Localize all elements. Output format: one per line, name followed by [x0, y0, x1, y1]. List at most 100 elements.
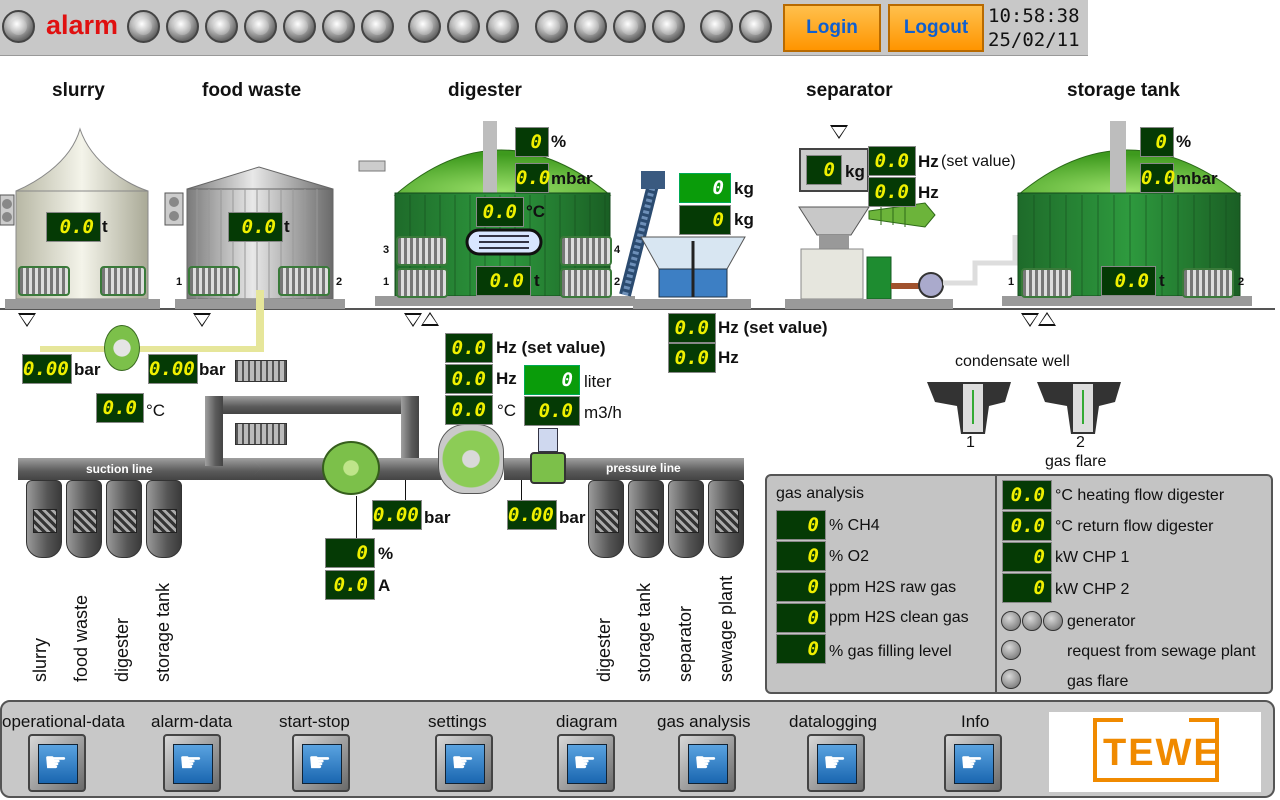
suction-valve-digester[interactable] — [106, 480, 142, 558]
heating-flow-temp-display: 0.0 — [1002, 480, 1052, 510]
status-lamp — [574, 10, 607, 43]
pressure-outlet-label: storage tank — [634, 582, 654, 682]
separator-weight-unit: kg — [845, 162, 865, 181]
pressure-valve-separator[interactable] — [668, 480, 704, 558]
suction-line-label: suction line — [86, 462, 153, 476]
storage-tank-outlet-marker-icon — [1021, 313, 1039, 327]
condensate-well-2-number: 2 — [1076, 434, 1085, 451]
pressure-valve-digester[interactable] — [588, 480, 624, 558]
h2s-raw-display: 0 — [776, 572, 826, 602]
storage-tank-agitator-2[interactable] — [1182, 268, 1234, 298]
pointing-hand-icon: ☛ — [694, 747, 718, 777]
nav-button-gas-analysis[interactable]: ☛ — [678, 734, 736, 792]
nav-button-diagram[interactable]: ☛ — [557, 734, 615, 792]
generator-status-label: generator — [1067, 613, 1136, 630]
section-title-slurry: slurry — [52, 80, 105, 101]
feeder-weight-2-display: 0 — [679, 205, 731, 235]
pump-hz-set-display[interactable]: 0.0 — [445, 333, 493, 363]
nav-label-settings: settings — [428, 712, 487, 731]
section-title-digester: digester — [448, 80, 522, 101]
logout-button[interactable]: Logout — [888, 4, 984, 52]
digester-agitator-2[interactable] — [560, 268, 612, 298]
o2-display: 0 — [776, 541, 826, 571]
rotary-lobe-pump-icon[interactable] — [438, 424, 504, 494]
connector-line — [356, 496, 357, 538]
login-button[interactable]: Login — [783, 4, 881, 52]
separator-hz-set-display[interactable]: 0.0 — [868, 146, 916, 176]
status-lamp — [447, 10, 480, 43]
bypass-valve-actuator[interactable] — [235, 360, 287, 382]
suction-outlet-label: digester — [112, 617, 132, 682]
generator-lamp-2 — [1022, 611, 1042, 631]
suction-valve-actuator[interactable] — [235, 423, 287, 445]
food-waste-feed-pipe — [256, 290, 264, 350]
nav-button-start-stop[interactable]: ☛ — [292, 734, 350, 792]
condensate-well-title: condensate well — [955, 353, 1070, 370]
sewage-request-label: request from sewage plant — [1067, 643, 1256, 660]
digester-agitator-4[interactable] — [560, 236, 612, 266]
pointing-hand-icon: ☛ — [960, 747, 984, 777]
pointing-hand-icon: ☛ — [44, 747, 68, 777]
gas-flare-lamp — [1001, 669, 1021, 689]
suction-pressure-2-display: 0.00 — [148, 354, 198, 384]
pointing-hand-icon: ☛ — [573, 747, 597, 777]
suction-valve-food-waste[interactable] — [66, 480, 102, 558]
pressure-valve-sewage-plant[interactable] — [708, 480, 744, 558]
digester-pressure-unit: mbar — [551, 169, 593, 188]
status-lamp — [535, 10, 568, 43]
food-waste-agitator-1-number: 1 — [176, 276, 183, 288]
flow-meter-head-icon — [538, 428, 558, 452]
nav-button-info[interactable]: ☛ — [944, 734, 1002, 792]
storage-tank-pressure-unit: mbar — [1176, 169, 1218, 188]
digester-weight-display: 0.0 — [476, 266, 531, 296]
digester-agitator-1[interactable] — [396, 268, 448, 298]
suction-valve-storage-tank[interactable] — [146, 480, 182, 558]
gas-filling-level-display: 0 — [776, 634, 826, 664]
food-waste-weight-display: 0.0 — [228, 212, 283, 242]
food-waste-agitator-2[interactable] — [278, 266, 330, 296]
nav-label-datalogging: datalogging — [789, 712, 877, 731]
feeder-hz-set-display[interactable]: 0.0 — [668, 313, 716, 343]
status-lamp — [322, 10, 355, 43]
pump-temperature-unit: °C — [497, 401, 517, 420]
slurry-agitator-motor[interactable] — [100, 266, 146, 296]
nav-button-datalogging[interactable]: ☛ — [807, 734, 865, 792]
storage-tank-weight-unit: t — [1159, 271, 1165, 290]
digester-agitator-3[interactable] — [396, 236, 448, 266]
slurry-agitator-motor[interactable] — [18, 266, 70, 296]
flow-meter-icon[interactable] — [530, 452, 566, 484]
food-waste-agitator-1[interactable] — [188, 266, 240, 296]
heating-flow-temp-label: °C heating flow digester — [1055, 487, 1225, 504]
digester-temperature-display: 0.0 — [476, 197, 524, 227]
chp1-power-label: kW CHP 1 — [1055, 549, 1130, 566]
bypass-pipe — [205, 396, 223, 466]
pressure-outlet-label: sewage plant — [716, 575, 736, 682]
nav-label-start-stop: start-stop — [279, 712, 350, 731]
nav-button-operational-data[interactable]: ☛ — [28, 734, 86, 792]
o2-label: % O2 — [829, 548, 870, 565]
status-lamp — [283, 10, 316, 43]
pressure-valve-storage-tank[interactable] — [628, 480, 664, 558]
nav-button-alarm-data[interactable]: ☛ — [163, 734, 221, 792]
section-title-storage-tank: storage tank — [1067, 80, 1180, 101]
main-pump-motor-icon[interactable] — [322, 441, 380, 495]
panel-divider — [995, 476, 997, 692]
digester-agitator-2-number: 2 — [614, 276, 621, 288]
status-lamp — [739, 10, 772, 43]
generator-lamp-3 — [1043, 611, 1063, 631]
feeder-weight-2-unit: kg — [734, 210, 754, 229]
condensate-well-1-number: 1 — [966, 434, 975, 451]
pump-current-unit: A — [378, 576, 391, 595]
storage-tank-agitator-1[interactable] — [1021, 268, 1073, 298]
pressure-line-label: pressure line — [606, 461, 681, 475]
nav-button-settings[interactable]: ☛ — [435, 734, 493, 792]
pump-temperature-display: 0.0 — [445, 395, 493, 425]
suction-valve-slurry[interactable] — [26, 480, 62, 558]
feed-pump-icon[interactable] — [104, 325, 140, 371]
status-lamp — [700, 10, 733, 43]
storage-tank-pressure-display: 0.0 — [1140, 163, 1175, 193]
pointing-hand-icon: ☛ — [308, 747, 332, 777]
digester-pressure-display: 0.0 — [515, 163, 550, 193]
connector-line — [405, 480, 406, 500]
pointing-hand-icon: ☛ — [823, 747, 847, 777]
